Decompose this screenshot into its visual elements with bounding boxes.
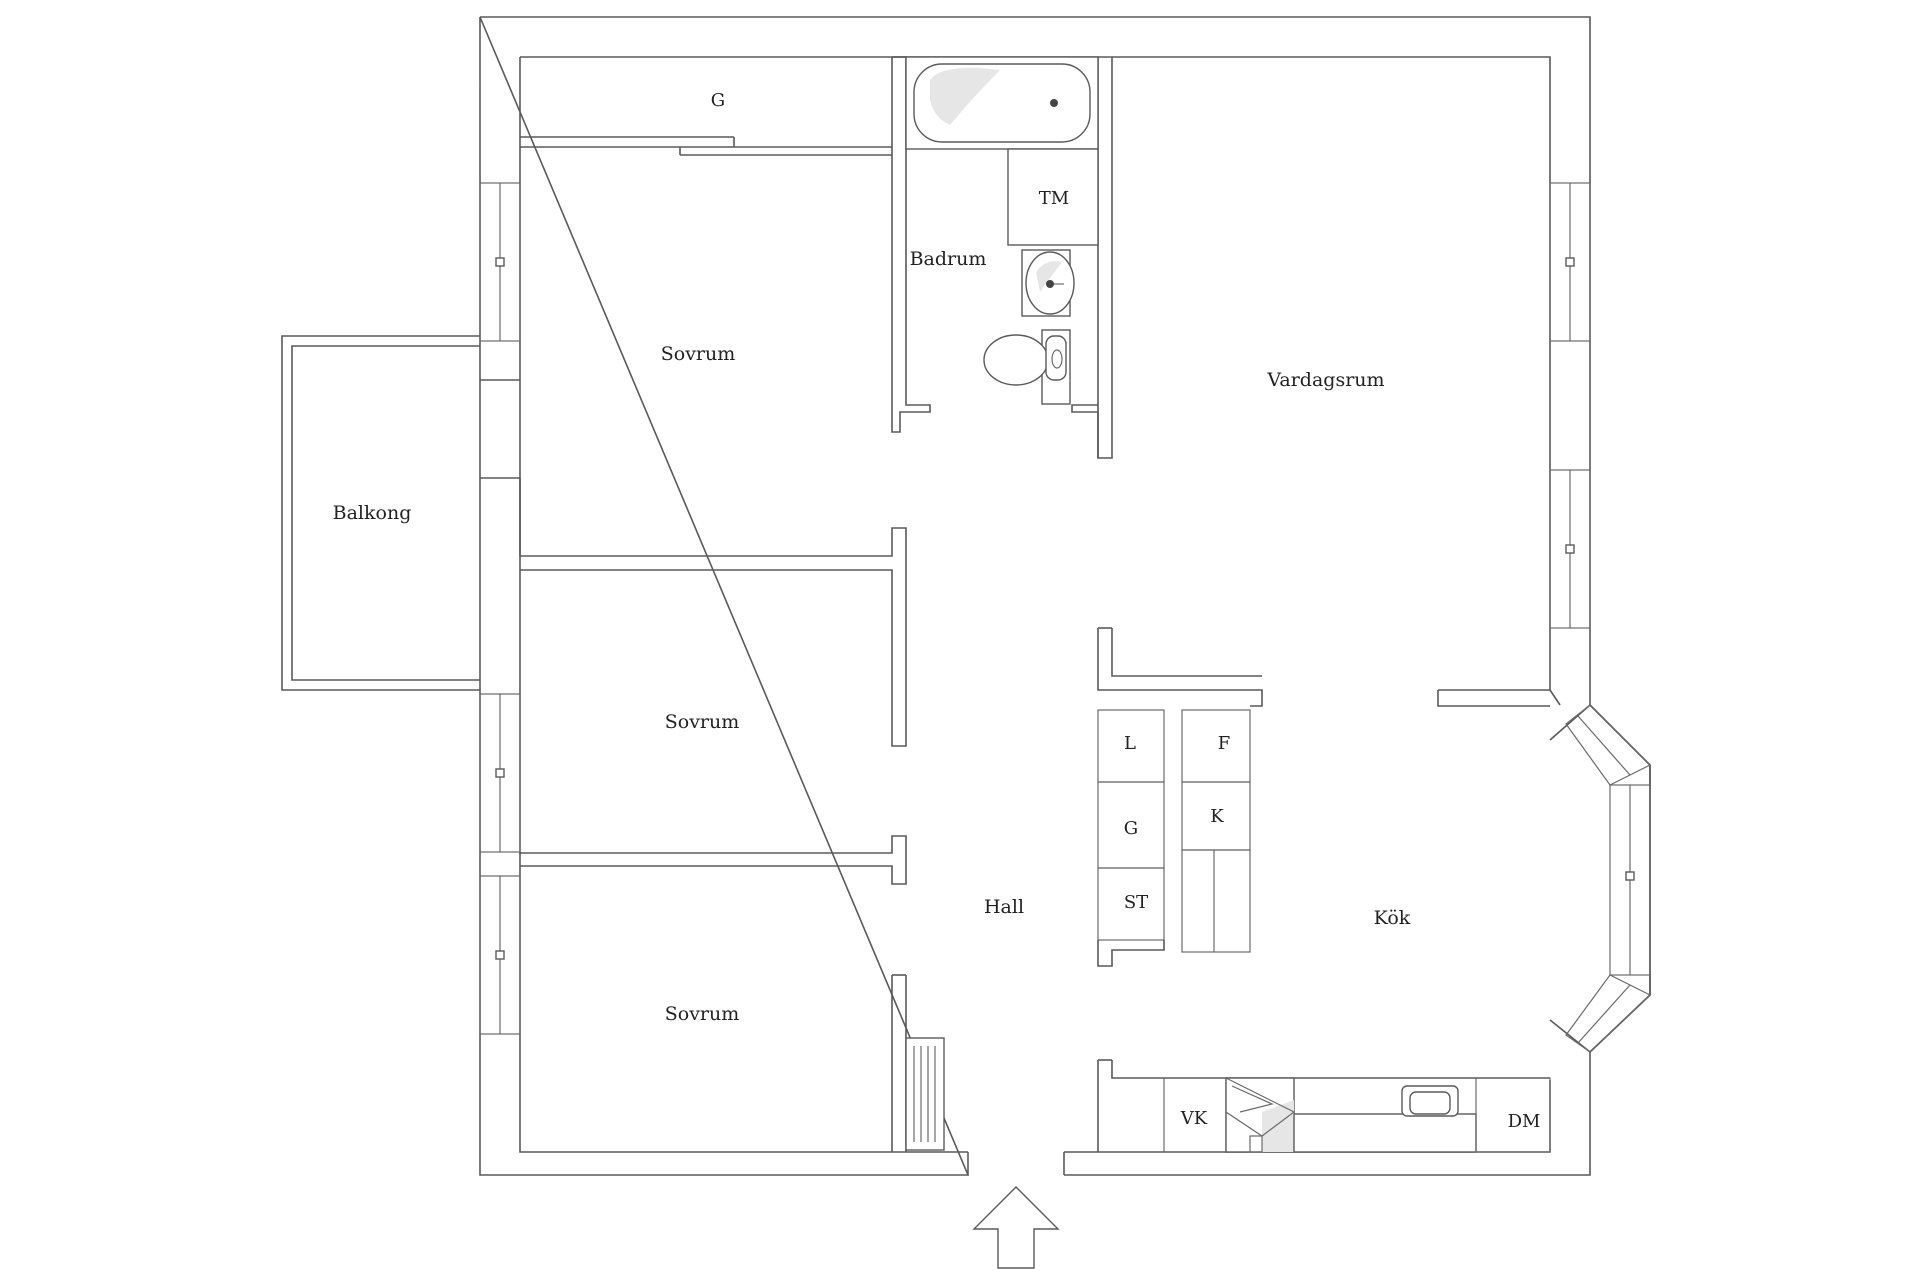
label-living-room: Vardagsrum [1266,369,1384,391]
label-dishwasher: DM [1508,1111,1541,1132]
label-range-hood: VK [1180,1108,1208,1129]
room-labels: G Sovrum Badrum TM Vardagsrum Balkong So… [333,90,1541,1132]
label-freezer: F [1218,733,1231,754]
fridge-freezer [1181,709,1251,953]
sink [1021,249,1075,317]
window [1549,469,1591,629]
window [1549,182,1591,342]
bay-window [1549,703,1652,1054]
label-closet-top: G [711,90,725,111]
toilet [983,329,1071,405]
label-bedroom-1: Sovrum [661,343,736,365]
window [479,182,521,342]
label-washing-machine: TM [1039,188,1069,209]
kitchen-sink-icon [1401,1085,1459,1117]
label-bedroom-3: Sovrum [665,1003,740,1025]
sink-icon [1046,280,1054,288]
windows-left [479,182,521,1035]
label-bathroom: Badrum [910,248,987,270]
toilet-icon [1051,349,1063,369]
hall-closets [1097,709,1165,967]
stove-icon [1225,1077,1296,1153]
closet-top [520,136,892,156]
washing-machine [1007,148,1099,246]
label-hall: Hall [984,896,1024,918]
bathtub [905,56,1099,150]
windows-right [1549,182,1591,629]
label-storage: ST [1124,892,1148,913]
label-kitchen: Kök [1374,907,1411,929]
bathtub-icon [1050,99,1058,107]
window [479,693,521,853]
window [479,875,521,1035]
balcony [281,335,480,691]
label-linen-closet: L [1124,733,1136,754]
radiator-icon [905,1037,945,1151]
label-bedroom-2: Sovrum [665,711,740,733]
label-closet-hall: G [1124,818,1138,839]
interior-walls [480,56,1550,1175]
label-balcony: Balkong [333,502,412,524]
entrance-arrow-icon [972,1186,1060,1269]
kitchen-counter [1163,1077,1551,1153]
label-fridge: K [1210,806,1224,827]
